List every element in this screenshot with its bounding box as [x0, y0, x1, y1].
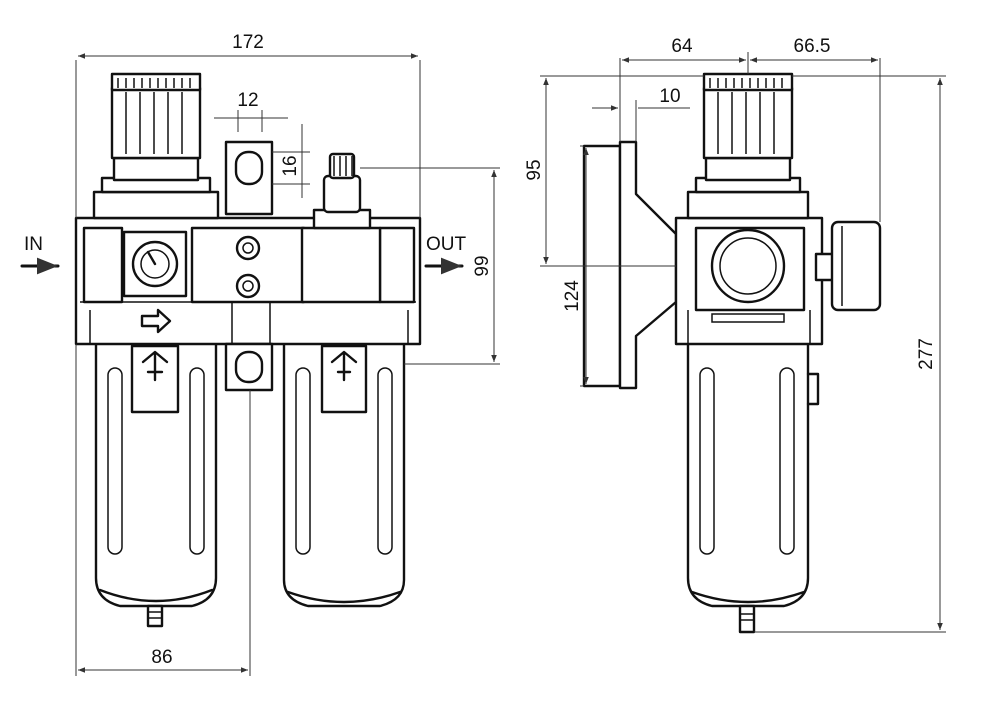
dim-64-label: 64 [671, 36, 693, 57]
side-wall-bracket [582, 140, 678, 390]
inlet-arrow: IN [20, 234, 60, 275]
dim-mount-height: 124 [562, 145, 589, 387]
dim-bowl-spacing: 86 [75, 344, 251, 676]
side-regulator-knob [686, 72, 810, 220]
oil-fill-plug [322, 152, 362, 214]
dim-16-label: 16 [280, 155, 301, 176]
dim-bracket-width: 12 [214, 90, 288, 132]
mounting-bracket [224, 140, 274, 392]
lubricator-bowl-right [282, 338, 406, 608]
dim-66-5-label: 66.5 [794, 36, 831, 57]
dim-10-label: 10 [659, 86, 680, 107]
dim-99-label: 99 [472, 255, 493, 276]
outlet-arrow: OUT [424, 234, 467, 275]
dim-86-label: 86 [151, 647, 172, 668]
dim-port-height: 99 [360, 167, 500, 365]
dim-bracket-height: 95 [524, 75, 704, 267]
manifold-body [74, 208, 422, 346]
dim-95-label: 95 [524, 159, 545, 180]
dim-bracket-offset: 10 [592, 86, 690, 142]
side-view: 64 66.5 10 95 124 277 [524, 36, 946, 634]
regulator-knob [92, 72, 220, 220]
filter-bowl-left [94, 338, 218, 628]
side-body [674, 216, 882, 346]
front-view: IN OUT 172 12 16 99 [20, 32, 500, 676]
dim-124-label: 124 [562, 280, 583, 312]
dim-bracket-slot: 16 [272, 124, 310, 198]
inlet-label: IN [24, 234, 43, 255]
dim-172-label: 172 [232, 32, 264, 53]
dim-side-depth: 64 66.5 [619, 36, 881, 222]
outlet-label: OUT [426, 234, 467, 255]
side-bowl [686, 338, 820, 634]
dim-12-label: 12 [237, 90, 258, 111]
dim-overall-width: 172 [75, 32, 421, 218]
dim-277-label: 277 [916, 338, 937, 370]
dim-overall-height: 277 [754, 75, 946, 633]
